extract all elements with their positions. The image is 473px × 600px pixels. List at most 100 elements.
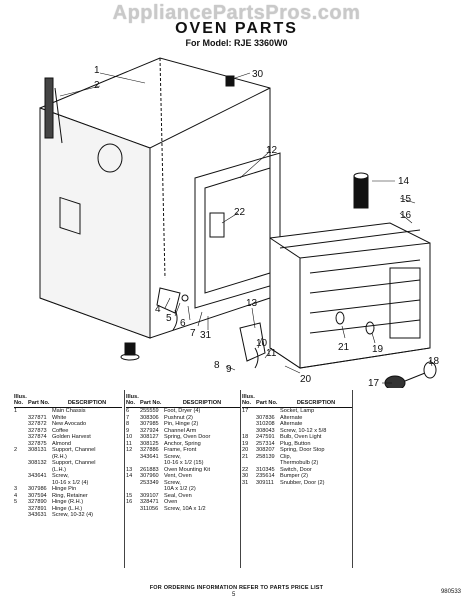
part-number: 327873	[28, 427, 47, 434]
table-row: 327874 Golden Harvest	[14, 434, 122, 441]
callout-11: 11	[266, 348, 277, 359]
part-number: 343641	[140, 453, 159, 460]
part-number: 247591	[256, 434, 275, 440]
part-description: Hinge Pin	[52, 486, 77, 492]
part-number: 308125	[140, 440, 159, 447]
callout-4: 4	[155, 304, 161, 315]
callout-13: 13	[246, 298, 258, 309]
part-description: Support, Channel	[52, 447, 96, 453]
illus-number: 18	[242, 434, 249, 440]
part-number: 309111	[256, 479, 274, 486]
main-chassis	[39, 57, 271, 339]
part-number: 328471	[140, 499, 159, 505]
callout-31: 31	[200, 330, 212, 341]
callout-9: 9	[226, 364, 232, 375]
part-number: 327874	[28, 434, 47, 440]
oven-cavity	[269, 222, 431, 369]
part-description: Main Chassis	[52, 408, 86, 414]
part-description: 10A x 1/2 (2)	[164, 486, 196, 492]
callout-7: 7	[190, 328, 196, 339]
callout-14: 14	[398, 176, 410, 187]
callout-30: 30	[252, 69, 264, 80]
document-code: 980533	[440, 589, 461, 595]
part-number: 235614	[256, 473, 275, 479]
page-title: OVEN PARTS	[175, 20, 298, 37]
part-number: 308132	[28, 460, 47, 466]
illus-number: 9	[126, 427, 130, 434]
illus-number: 8	[126, 421, 130, 427]
illus-number: 21	[242, 453, 249, 460]
part-description: Bulb, Oven Light	[280, 434, 322, 440]
column-divider	[352, 390, 353, 568]
part-number: 327875	[28, 440, 47, 447]
illus-number: 19	[242, 440, 249, 447]
table-row: 308132 Support, Channel	[14, 460, 122, 467]
part-description: 10-16 x 1/2 (15)	[164, 460, 204, 466]
column-divider	[240, 390, 241, 568]
part-number: 307594	[28, 492, 47, 499]
callout-15: 15	[400, 194, 412, 205]
part-number: 258139	[256, 453, 275, 460]
part-description: White	[52, 414, 67, 421]
part-number: 308127	[140, 434, 159, 440]
illus-number: 6	[126, 408, 130, 414]
table-row: 10-16 x 1/2 (4)	[14, 480, 122, 487]
part-description: Pushnut (2)	[164, 414, 193, 421]
part-number: 255559	[140, 408, 159, 414]
part-number: 310345	[256, 466, 275, 473]
illus-number: 16	[126, 499, 133, 505]
callout-19: 19	[372, 344, 384, 355]
part-number: 257314	[256, 440, 275, 447]
table-row: 19 257314 Plug, Button	[242, 441, 352, 448]
part-description: (R.H.)	[52, 453, 67, 460]
part-number: 261883	[140, 466, 159, 473]
part-description: Vent, Oven	[164, 473, 192, 479]
part-description: Oven	[164, 499, 178, 505]
part-number: 327890	[28, 499, 47, 505]
exploded-parts-diagram: 1 2 30 12 14 15 16 22 4 5 6 7 31 8 9 13 …	[39, 57, 440, 388]
part-description: Spring, Oven Door	[164, 434, 211, 440]
illus-number: 11	[126, 440, 132, 447]
illus-number: 1	[14, 408, 18, 414]
part-description: Plug, Button	[280, 440, 311, 447]
part-description: Anchor, Spring	[164, 440, 201, 447]
table-row: 327873 Coffee	[14, 428, 122, 435]
illus-number: 22	[242, 466, 249, 473]
part-number: 327886	[140, 447, 159, 453]
table-row: 10-16 x 1/2 (15)	[126, 460, 240, 467]
bumper	[225, 75, 235, 87]
callout-1: 1	[94, 65, 100, 76]
illus-number: 10	[126, 434, 133, 440]
part-number: 307985	[140, 421, 159, 427]
part-description: Socket, Lamp	[280, 408, 315, 414]
part-number: 309107	[140, 492, 159, 499]
part-description: Bumper (2)	[280, 473, 308, 479]
table-row: 16 328471 Oven	[126, 499, 240, 506]
part-description: Alternate	[280, 421, 303, 427]
part-description: Golden Harvest	[52, 434, 91, 440]
table-row: (R.H.)	[14, 454, 122, 461]
callout-18: 18	[428, 356, 440, 367]
table-row: (L.H.)	[14, 467, 122, 474]
table-header: Illus. No. Part No. DESCRIPTION	[14, 390, 122, 408]
part-description: Almond	[52, 440, 71, 447]
watermark: AppliancePartsPros.com	[112, 2, 361, 24]
oven-vent	[353, 172, 369, 209]
part-description: New Avocado	[52, 421, 87, 427]
part-number: 308306	[140, 414, 159, 421]
callout-22: 22	[234, 207, 246, 218]
part-description: Screw,	[164, 453, 181, 460]
part-description: Support, Channel	[52, 460, 96, 466]
part-description: Coffee	[52, 427, 69, 434]
callout-2: 2	[94, 80, 100, 91]
callout-21: 21	[338, 342, 350, 353]
